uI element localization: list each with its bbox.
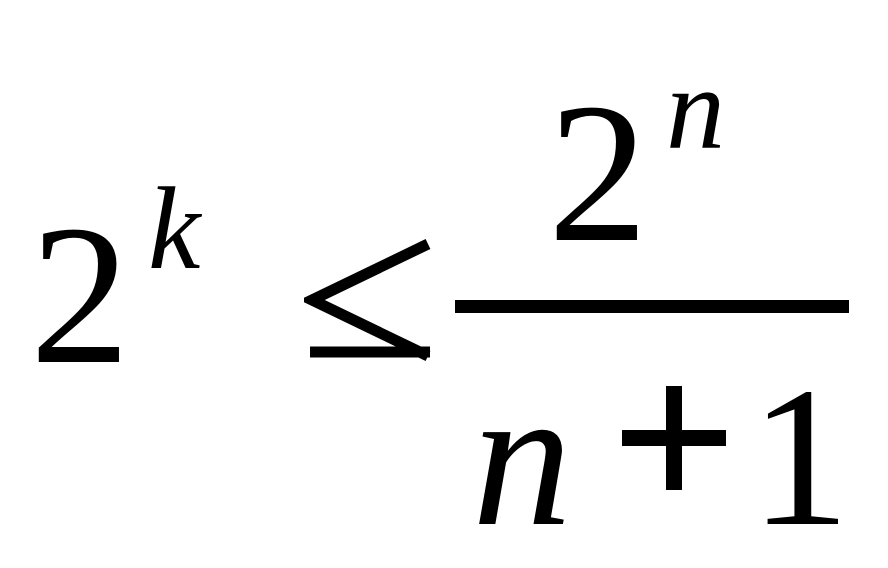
numerator-exponent: n — [666, 43, 725, 174]
fraction-bar — [455, 300, 849, 313]
numerator-base: 2 — [548, 63, 648, 284]
less-than-or-equal-symbol — [304, 239, 431, 361]
denominator-constant: 1 — [750, 347, 850, 568]
lhs-exponent: k — [148, 163, 201, 294]
lhs-base: 2 — [30, 185, 130, 406]
denominator-variable: n — [472, 347, 572, 568]
plus-symbol — [622, 386, 726, 490]
